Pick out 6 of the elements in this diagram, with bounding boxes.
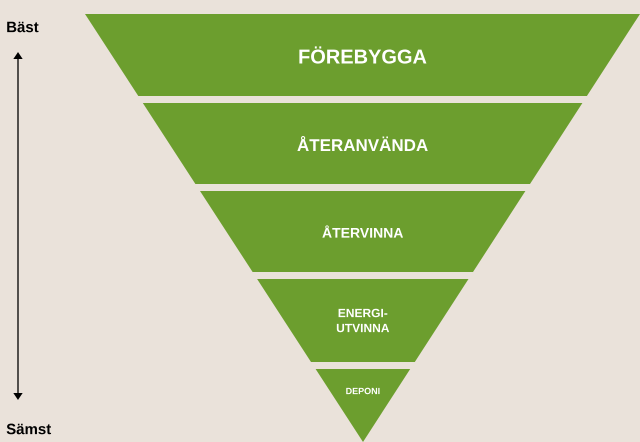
pyramid-band: ENERGI-UTVINNA — [257, 279, 468, 362]
axis-label: Sämst — [6, 424, 52, 434]
pyramid-band: DEPONI — [316, 369, 410, 442]
pyramid-band: ÅTERVINNA — [200, 191, 526, 272]
axis-label: Bäst — [7, 22, 39, 32]
pyramid-band: ÅTERANVÄNDA — [142, 103, 582, 184]
